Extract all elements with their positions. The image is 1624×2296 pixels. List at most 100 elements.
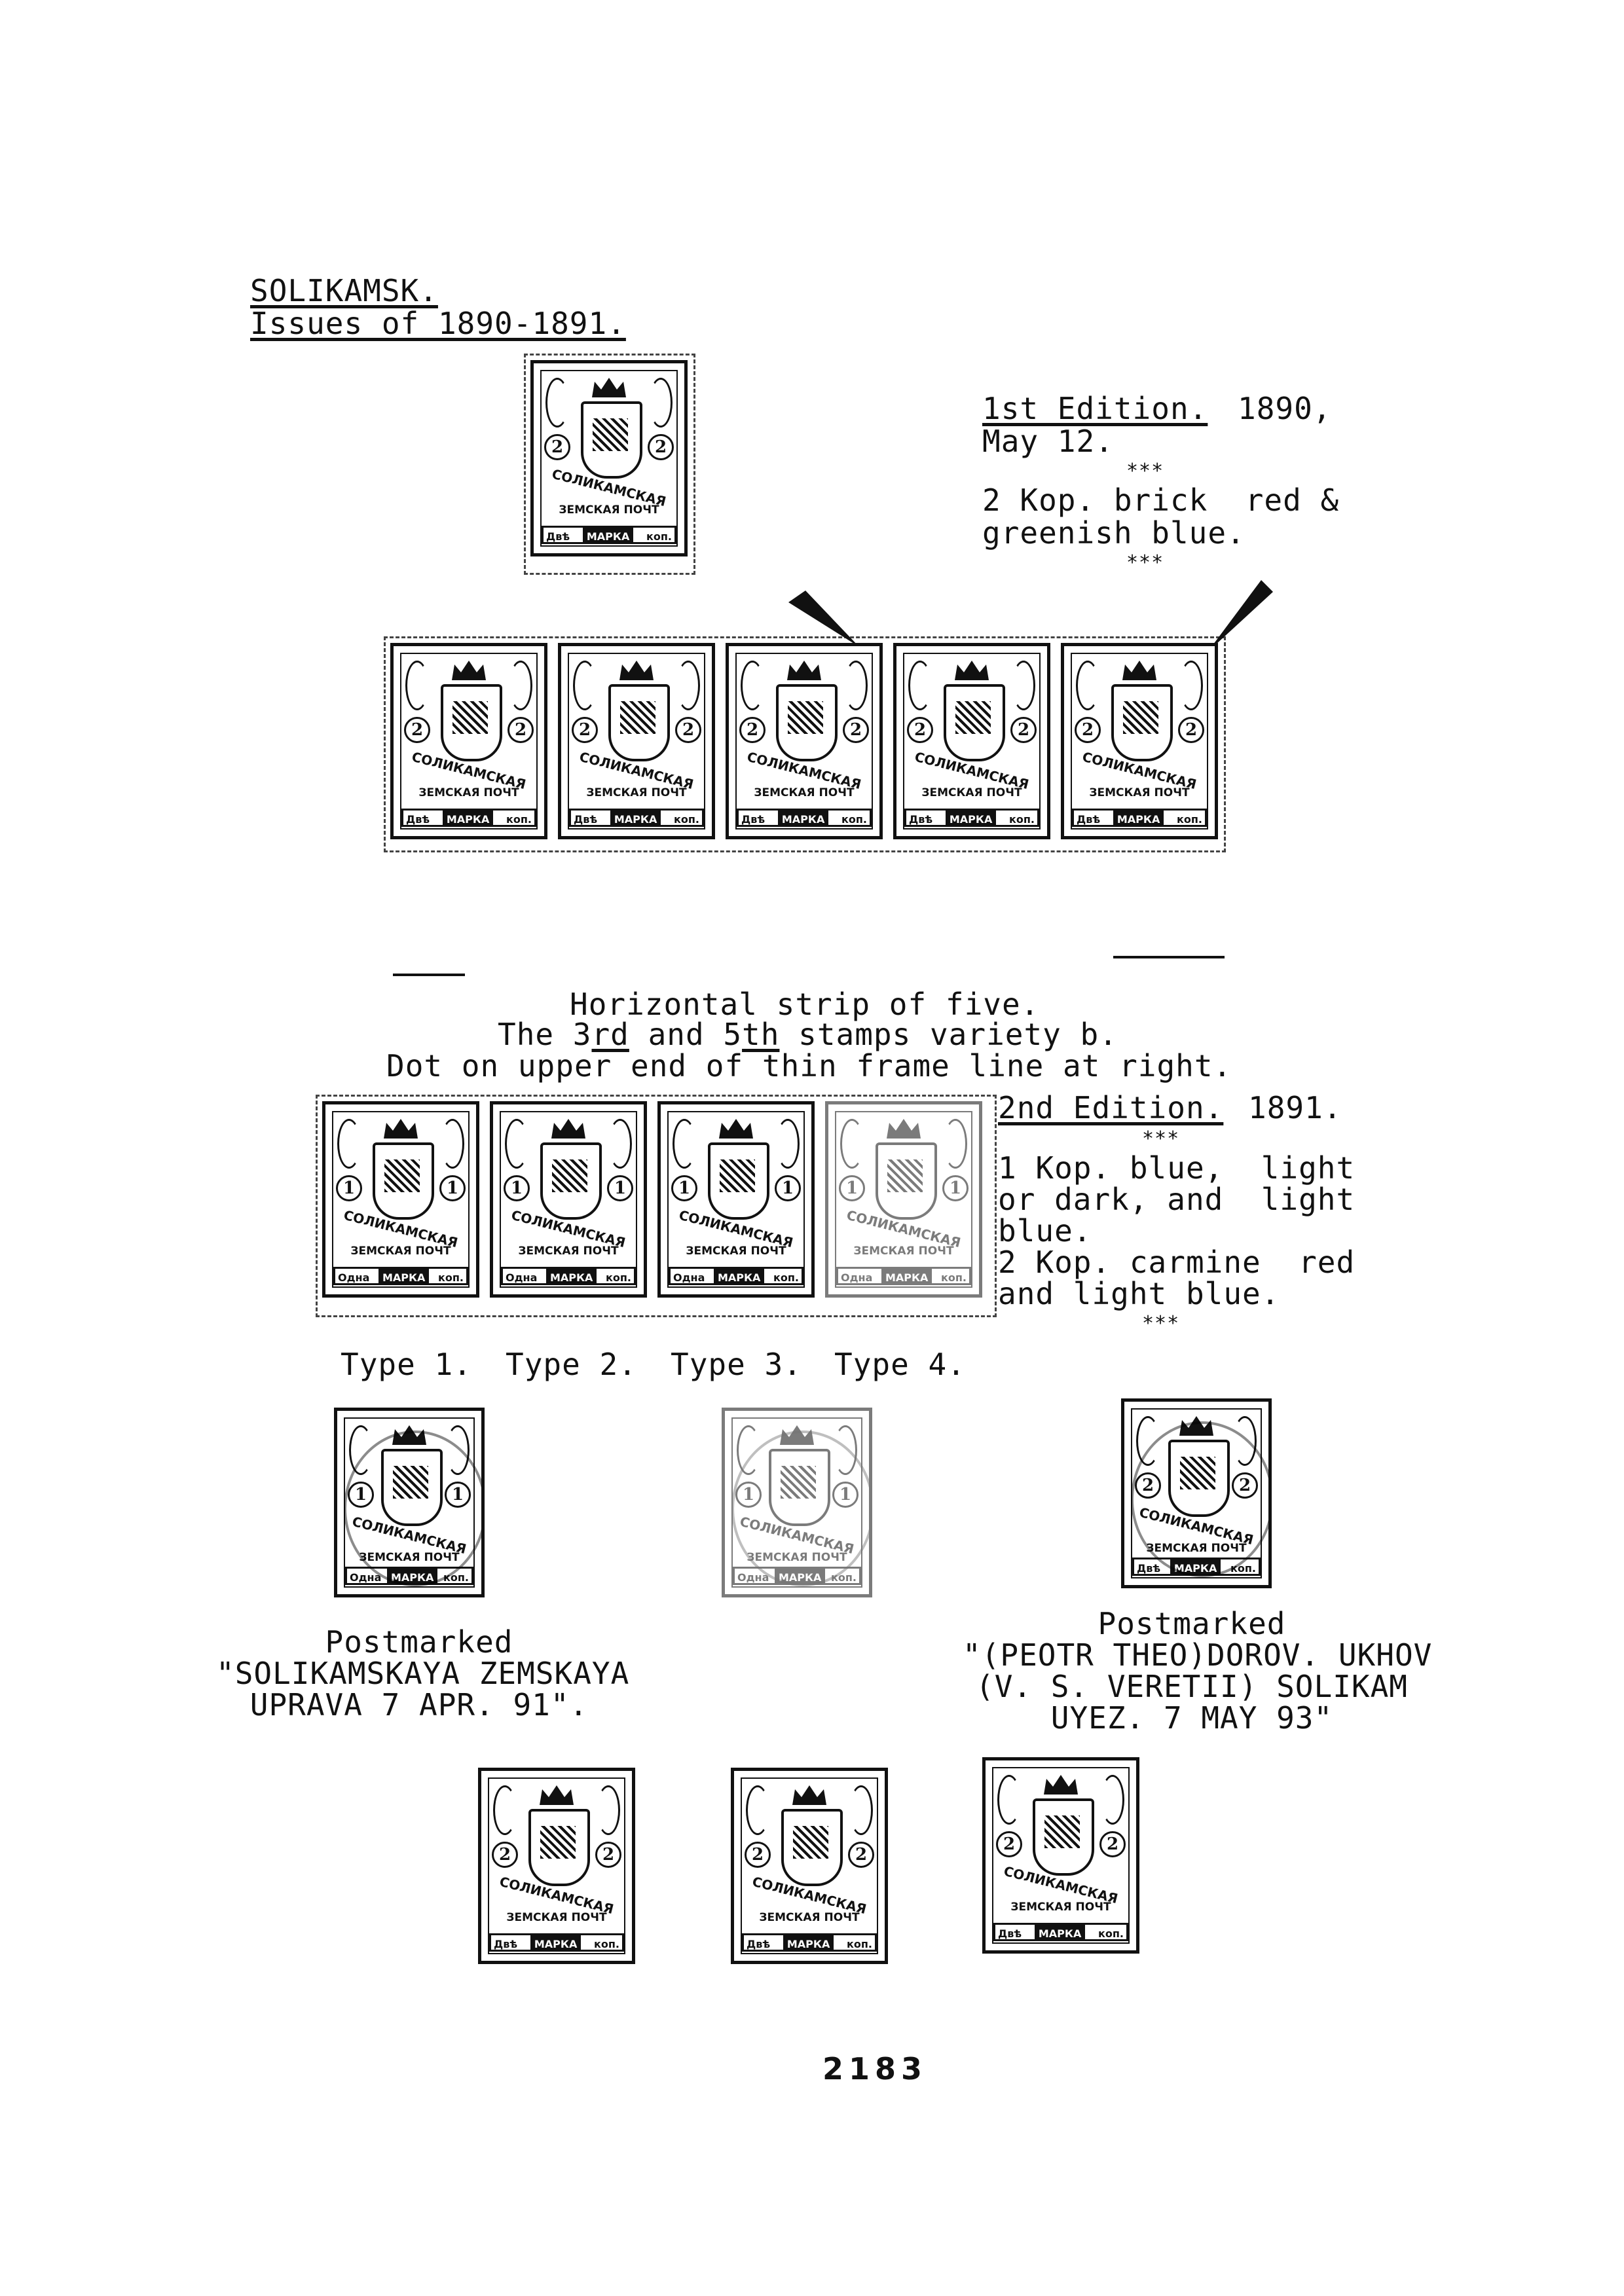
stamp-zemstvo-text: ЗЕМСКАЯ ПОЧТ: [1010, 1901, 1111, 1914]
scroll-ornament: [441, 1119, 464, 1169]
stamp-frame: [500, 1111, 637, 1288]
scroll-ornament: [746, 1785, 769, 1835]
scroll-ornament: [741, 661, 764, 710]
stamp-value-right: 2: [1010, 717, 1037, 743]
strip-caption-line3: Dot on upper end of thin frame line at r…: [386, 1048, 1232, 1084]
stamp-zemstvo-text: ЗЕМСКАЯ ПОЧТ: [921, 786, 1022, 799]
stamp-value-left: 2: [996, 1831, 1022, 1857]
stamp-value-left: 2: [572, 717, 598, 743]
crown-icon: [955, 661, 989, 680]
scroll-ornament: [840, 1119, 864, 1169]
postmark-left-line3: UPRAVA 7 APR. 91".: [249, 1687, 589, 1722]
coat-of-arms-icon: [608, 684, 670, 761]
scroll-ornament: [649, 378, 673, 428]
stamp-marka-text: МАРКА: [1113, 811, 1164, 826]
second-edition-line5: and light blue.: [998, 1276, 1280, 1311]
caption-ordinal: th: [742, 1017, 780, 1052]
stamp-frame: [992, 1767, 1130, 1944]
stamp-value-word: Двѣ: [1077, 813, 1101, 826]
crown-icon: [719, 1119, 753, 1139]
crown-icon: [551, 1119, 585, 1139]
stamp-frame: [488, 1777, 625, 1954]
scroll-ornament: [1179, 661, 1203, 710]
postmark-cancellation-icon: [344, 1430, 481, 1586]
coat-of-arms-icon: [708, 1142, 769, 1220]
type-label-2: Type 2.: [506, 1347, 637, 1382]
stamp-value-word: Двѣ: [406, 813, 430, 826]
stamp-value-word: Двѣ: [747, 1938, 771, 1950]
stamp-value-left: 2: [907, 717, 933, 743]
caption-text: and 5: [629, 1017, 743, 1052]
scroll-ornament: [509, 661, 532, 710]
crown-icon: [452, 661, 486, 680]
postmark-right-line2: "(PEOTR THEO)DOROV. UKHOV: [963, 1637, 1433, 1673]
second-edition-heading: 2nd Edition.: [998, 1090, 1224, 1125]
stamp-value-word: Двѣ: [1137, 1562, 1161, 1575]
stamp-value-right: 2: [675, 717, 701, 743]
stamp-frame: [540, 370, 678, 547]
stamp-frame: [735, 653, 873, 829]
crown-icon: [1122, 661, 1156, 680]
scroll-ornament: [997, 1775, 1021, 1825]
coat-of-arms-icon: [1111, 684, 1173, 761]
scroll-ornament: [337, 1119, 361, 1169]
stamp-zemstvo-text: ЗЕМСКАЯ ПОЧТ: [1089, 786, 1190, 799]
stamp-value-left: 2: [745, 1842, 771, 1868]
strip-caption-line2: The 3rd and 5th stamps variety b.: [498, 1019, 1118, 1050]
caption-ordinal: rd: [591, 1017, 629, 1052]
stamp-value-word: Двѣ: [494, 1938, 518, 1950]
type-label-4: Type 4.: [834, 1347, 966, 1382]
coat-of-arms-icon: [373, 1142, 434, 1220]
postmark-right-line4: UYEZ. 7 MAY 93": [1050, 1700, 1333, 1736]
stamp-zemstvo-text: ЗЕМСКАЯ ПОЧТ: [418, 786, 519, 799]
coat-of-arms-icon: [441, 684, 502, 761]
stamp-marka-text: МАРКА: [582, 528, 634, 543]
types-perforation-border: [316, 1095, 997, 1317]
stamp-kop-text: коп.: [841, 813, 867, 826]
postmark-cancellation-icon: [731, 1430, 869, 1586]
scroll-ornament: [405, 661, 429, 710]
scroll-ornament: [673, 1119, 696, 1169]
first-edition-date: May 12.: [982, 424, 1114, 459]
scroll-ornament: [676, 661, 700, 710]
coat-of-arms-icon: [1033, 1798, 1094, 1876]
coat-of-arms-icon: [944, 684, 1005, 761]
stamp-value-right: 1: [775, 1175, 801, 1201]
scroll-ornament: [849, 1785, 873, 1835]
stamp-kop-text: коп.: [674, 813, 699, 826]
stamp-kop-text: коп.: [606, 1271, 631, 1284]
strip-caption-line1: Horizontal strip of five.: [570, 987, 1040, 1022]
stamp-kop-text: коп.: [438, 1271, 464, 1284]
stamp-value-right: 2: [507, 717, 534, 743]
stamp-value-word: Одна: [338, 1271, 370, 1284]
stamp-value-left: 2: [404, 717, 430, 743]
stamp-kop-text: коп.: [1009, 813, 1035, 826]
stamp-zemstvo-text: ЗЕМСКАЯ ПОЧТ: [506, 1911, 607, 1924]
stamp-value-left: 2: [739, 717, 766, 743]
stamp-value-left: 1: [839, 1175, 865, 1201]
stamp-zemstvo-text: ЗЕМСКАЯ ПОЧТ: [559, 503, 659, 517]
stamp-kop-text: коп.: [1098, 1927, 1124, 1940]
first-edition-separator: ***: [1126, 460, 1164, 483]
crown-icon: [592, 378, 626, 397]
stamp-value-word: Двѣ: [546, 530, 570, 543]
stamp-frame: [568, 653, 705, 829]
scroll-ornament: [505, 1119, 528, 1169]
stamp-zemstvo-text: ЗЕМСКАЯ ПОЧТ: [350, 1245, 451, 1258]
stamp-value-right: 2: [1099, 1831, 1126, 1857]
scroll-ornament: [573, 661, 597, 710]
stamp-value-left: 2: [544, 434, 570, 460]
stamp-marka-text: МАРКА: [530, 1935, 581, 1950]
strip-perforation-border: [384, 636, 1226, 852]
